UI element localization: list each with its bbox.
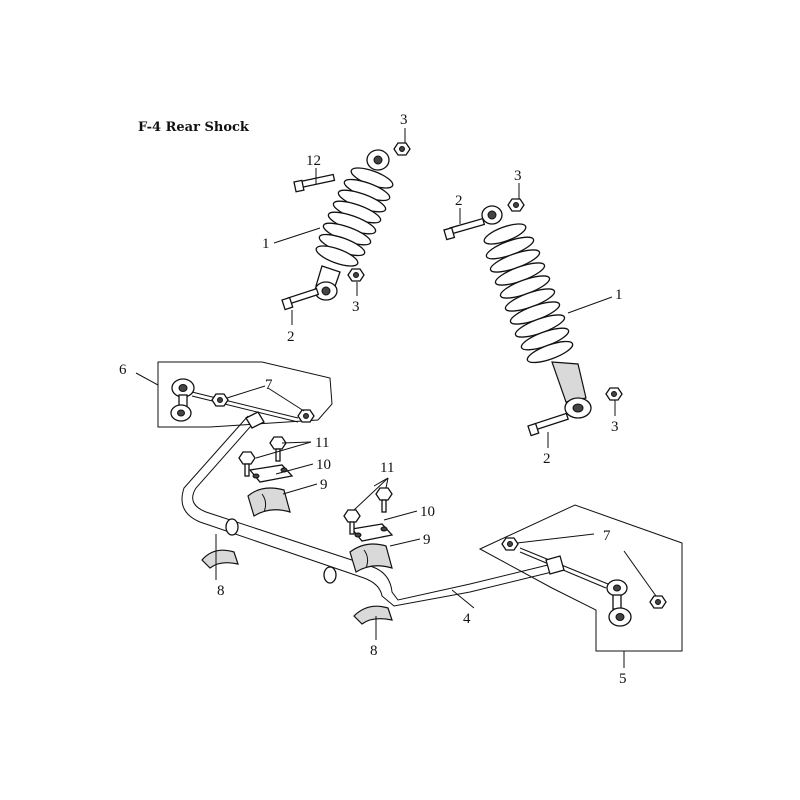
callout-1-left: 1 [262,236,270,252]
callout-12: 12 [306,153,321,169]
nut-7-right-b [649,595,667,609]
callout-10-right: 10 [420,504,435,520]
callout-3-lower-right: 3 [611,419,619,435]
bolt-2-lower-right [527,412,570,437]
bolt-2-lower-left [281,287,320,311]
coil-spring-left [315,167,394,267]
callout-3-lower-left: 3 [352,299,360,315]
nut-7-left-b [297,409,315,423]
callout-5: 5 [619,671,627,687]
bracket-10-left [248,464,294,483]
callout-4: 4 [463,611,471,627]
callout-8-right: 8 [370,643,378,659]
bushing-9-right [349,543,393,573]
clamp-8-right [353,605,393,625]
nut-3-upper-right [507,198,525,212]
callout-9-left: 9 [320,477,328,493]
callout-2-lower-right: 2 [543,451,551,467]
diagram-title: F-4 Rear Shock [138,120,249,135]
bolt-11-left [238,436,287,477]
clamp-8-left [201,549,239,569]
nut-7-right-a [501,537,519,551]
nut-3-lower-right [605,387,623,401]
bolt-11-right [343,487,393,535]
bolt-2-upper-right [443,217,486,241]
callout-3-upper-right: 3 [514,168,522,184]
link-panel-6 [157,361,333,428]
callout-9-right: 9 [423,532,431,548]
callout-7-left: 7 [265,377,273,393]
callout-8-left: 8 [217,583,225,599]
callout-7-right: 7 [603,528,611,544]
callout-3-top-left: 3 [400,112,408,128]
callout-labels: 1 1 2 2 2 2 3 3 3 3 4 5 6 7 7 8 8 9 9 10… [119,112,627,687]
shock-absorber-left [314,149,394,301]
end-link-left [170,378,299,423]
bracket-10-right [350,523,394,542]
nut-3-lower-left [347,268,365,282]
nut-7-left-a [211,393,229,407]
callout-11-left: 11 [315,435,329,451]
stabilizer-bar [181,411,565,607]
callout-1-right: 1 [615,287,623,303]
callout-2-upper-right: 2 [455,193,463,209]
callout-6: 6 [119,362,127,378]
coil-spring-right [483,223,574,364]
bolt-12 [293,173,336,193]
callout-10-left: 10 [316,457,331,473]
nut-3-top-left [393,142,411,156]
end-link-right [519,547,632,627]
shock-absorber-right [481,205,592,419]
bushing-9-left [247,487,291,517]
callout-2-lower-left: 2 [287,329,295,345]
callout-11-right: 11 [380,460,394,476]
leader-lines [135,128,657,668]
